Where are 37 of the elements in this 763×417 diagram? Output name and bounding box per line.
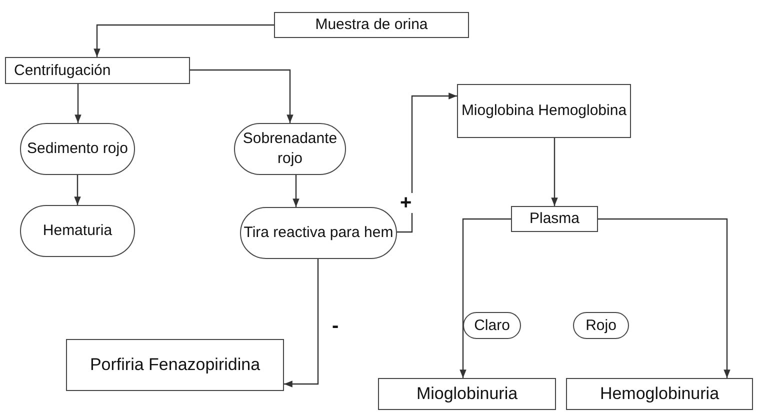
arrow [460,218,511,378]
process-box [457,84,631,138]
edge-label: + [398,193,414,213]
arrow [74,175,81,205]
terminal-box [463,312,521,339]
node-text: Mioglobina Hemoglobina [461,101,627,121]
arrow [292,175,300,207]
terminal-box [20,205,135,257]
arrow [94,24,274,57]
process-box [5,57,190,84]
terminal-box [20,123,135,175]
process-box [566,378,753,410]
arrow [190,69,294,123]
terminal-box [573,312,629,339]
terminal-box [240,207,397,259]
node-text: Plasma [529,209,580,229]
process-box [66,339,284,391]
arrow [284,259,319,388]
process-box [378,378,556,410]
node-text: Muestra de orina [315,15,428,35]
node-text: Sedimento rojo [27,139,128,159]
node-text: Rojo [586,316,616,336]
arrow [397,92,457,233]
terminal-box [234,123,346,175]
process-box [511,206,598,232]
node-text: Porfiria Fenazopiridina [90,354,260,376]
process-box [274,12,469,38]
node-text: Hematuria [42,221,112,241]
node-text: Sobrenadante rojo [242,129,338,169]
node-text: Claro [474,316,510,336]
arrow [551,138,558,206]
arrow [598,218,730,378]
node-text: Hemoglobinuria [600,383,720,405]
node-text: Mioglobinuria [416,383,518,405]
node-text: Tira reactiva para hem [244,223,394,243]
arrow [74,84,82,123]
node-text: Centrifugación [14,60,111,80]
